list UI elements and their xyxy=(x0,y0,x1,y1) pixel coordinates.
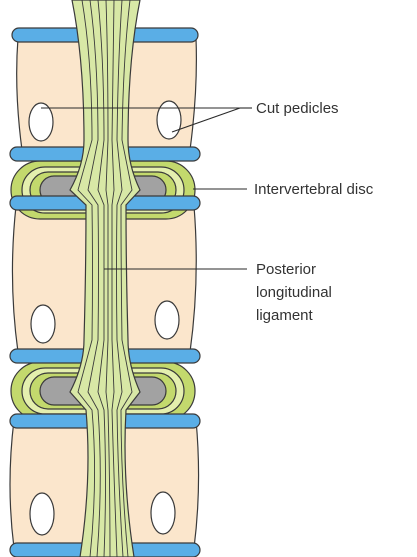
pedicle-bottom-left xyxy=(30,493,54,535)
label-cut-pedicles: Cut pedicles xyxy=(256,100,339,117)
label-posterior-line1: Posterior xyxy=(256,261,316,278)
pedicle-bottom-right xyxy=(151,492,175,534)
labels: Cut pedicles Intervertebral disc Posteri… xyxy=(254,100,374,324)
label-intervertebral-disc: Intervertebral disc xyxy=(254,181,374,198)
pedicle-mid-left xyxy=(31,305,55,343)
pedicle-top-right xyxy=(157,101,181,139)
pedicle-top-left xyxy=(29,103,53,141)
label-posterior-line3: ligament xyxy=(256,307,314,324)
pedicle-mid-right xyxy=(155,301,179,339)
label-posterior-line2: longitudinal xyxy=(256,284,332,301)
